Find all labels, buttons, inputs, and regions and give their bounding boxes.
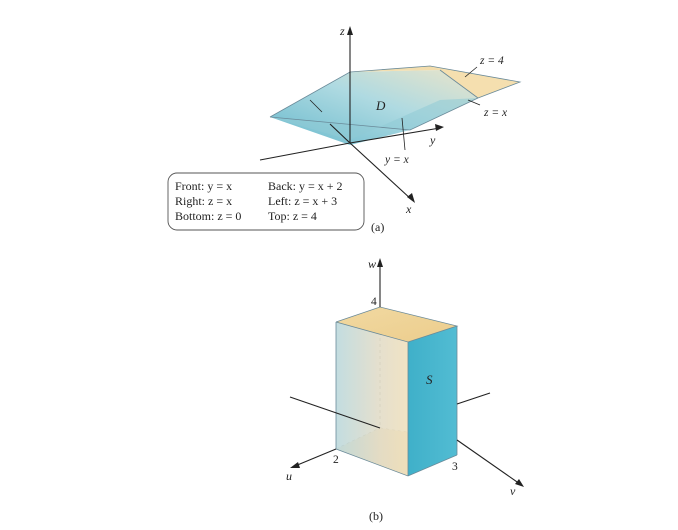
u-axis — [294, 448, 337, 467]
legend-back: Back: y = x + 2 — [268, 179, 343, 193]
caption-a: (a) — [371, 220, 384, 234]
solid-s-bottom-edges — [335, 448, 458, 477]
label-z-eq-4: z = 4 — [479, 55, 504, 67]
v-axis-arrow — [515, 479, 524, 487]
v-axis-negative — [289, 396, 381, 429]
region-d-edge-ridge — [439, 69, 479, 99]
legend-top: Top: z = 4 — [268, 209, 317, 223]
legend-left: Left: z = x + 3 — [268, 194, 337, 208]
solid-s-label: S — [426, 372, 433, 387]
w-axis-arrow — [377, 258, 383, 267]
boundary-legend-box — [167, 172, 365, 231]
x-axis-arrow — [407, 193, 415, 203]
y-axis-negative — [259, 142, 351, 161]
x-axis-label: x — [405, 202, 412, 216]
caption-b: (b) — [369, 509, 383, 523]
figure-b: w u v S 4 2 3 (b) — [286, 257, 524, 523]
y-axis-label: y — [429, 133, 436, 147]
w-tick-4: 4 — [371, 296, 377, 308]
solid-s-front-face — [336, 322, 408, 476]
u-axis-label: u — [286, 469, 292, 483]
figure-a: z y x D z = 4 z = x y = x Front: y = x B… — [167, 24, 522, 234]
label-z-eq-x: z = x — [483, 107, 508, 119]
u-axis-arrow — [290, 462, 300, 468]
region-d-top-strip — [430, 66, 520, 98]
z-axis-arrow — [347, 26, 353, 35]
leader-left — [309, 99, 323, 113]
w-axis-label: w — [368, 257, 376, 271]
x-axis — [349, 142, 413, 201]
leader-zx — [467, 99, 481, 106]
solid-s-top-face — [336, 307, 457, 342]
region-d-label: D — [375, 98, 386, 113]
u-tick-2: 2 — [333, 454, 339, 466]
v-tick-3: 3 — [452, 461, 458, 473]
y-axis-arrow — [435, 124, 444, 131]
region-d-front-face — [270, 98, 478, 140]
legend-right: Right: z = x — [175, 194, 232, 208]
x-axis-negative — [329, 123, 351, 144]
leader-z4 — [464, 66, 478, 78]
v-axis — [456, 439, 521, 485]
v-axis-label: v — [510, 484, 516, 498]
legend-front: Front: y = x — [175, 179, 232, 193]
z-axis-label: z — [339, 24, 345, 38]
u-axis-negative — [456, 392, 491, 405]
legend-bottom: Bottom: z = 0 — [175, 209, 241, 223]
leader-yx — [401, 117, 406, 151]
label-y-eq-x: y = x — [384, 154, 410, 166]
y-axis — [349, 127, 441, 144]
solid-s-right-face — [408, 326, 457, 476]
